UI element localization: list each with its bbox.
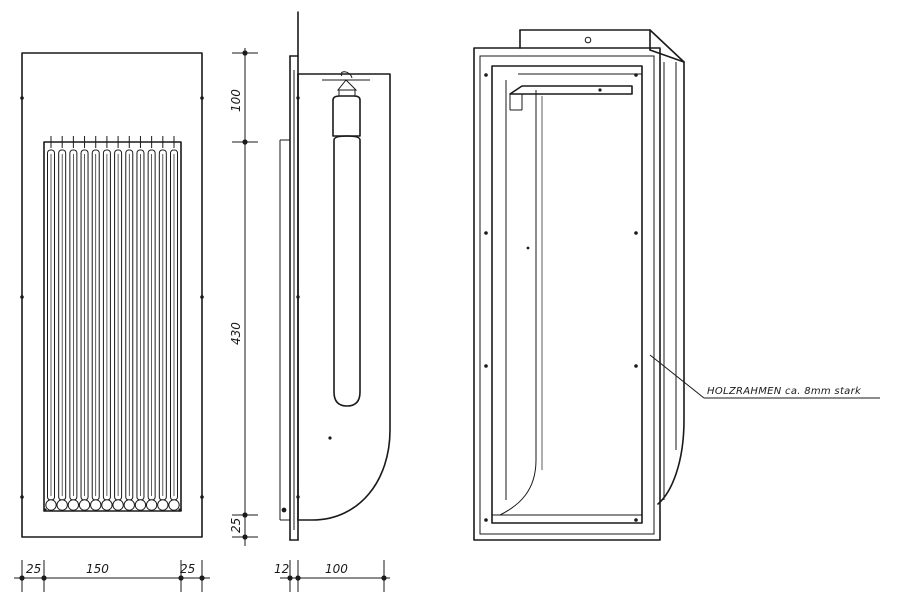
tube — [134, 136, 147, 511]
dimension-label-bottom-height: 25 — [229, 518, 243, 533]
dimension-label-tube-window-width: 150 — [86, 562, 109, 576]
side-width-dimension: 12 100 — [274, 560, 390, 592]
perspective-side-face — [657, 61, 685, 505]
tube — [145, 136, 158, 511]
front-view — [20, 52, 204, 538]
perspective-view: HOLZRAHMEN ca. 8mm stark — [473, 29, 880, 541]
tube-window — [43, 141, 182, 512]
dimension-label-left-margin: 25 — [26, 562, 41, 576]
frame-thickness-note: HOLZRAHMEN ca. 8mm stark — [707, 386, 862, 397]
fire-extinguisher-icon — [332, 71, 361, 407]
tube — [78, 136, 91, 511]
tube — [101, 136, 113, 511]
wood-frame-inner — [479, 55, 655, 535]
tube — [112, 136, 124, 511]
tube — [45, 136, 57, 511]
tube — [157, 136, 169, 511]
frame-opening — [491, 65, 643, 524]
tube — [123, 136, 135, 511]
dimension-label-depth: 100 — [325, 562, 348, 576]
front-width-dimension: 25 150 25 — [14, 560, 210, 592]
tube — [168, 136, 180, 511]
dimension-label-middle-height: 430 — [229, 322, 243, 345]
height-dimension: 100 430 25 — [229, 48, 258, 546]
tube — [67, 136, 80, 511]
tube-array — [45, 136, 180, 511]
dimension-label-right-margin: 25 — [180, 562, 195, 576]
tube — [56, 136, 68, 511]
wood-frame-outer — [473, 47, 661, 541]
front-panel-outline — [21, 52, 203, 538]
tube — [90, 136, 102, 511]
frame-screws — [484, 73, 638, 522]
dimension-label-flange: 12 — [274, 562, 289, 576]
side-view — [279, 11, 391, 541]
dimension-label-top-height: 100 — [229, 89, 243, 112]
mounting-bracket — [509, 85, 633, 111]
side-housing-outline — [297, 73, 391, 521]
annotation-leader — [649, 354, 705, 399]
